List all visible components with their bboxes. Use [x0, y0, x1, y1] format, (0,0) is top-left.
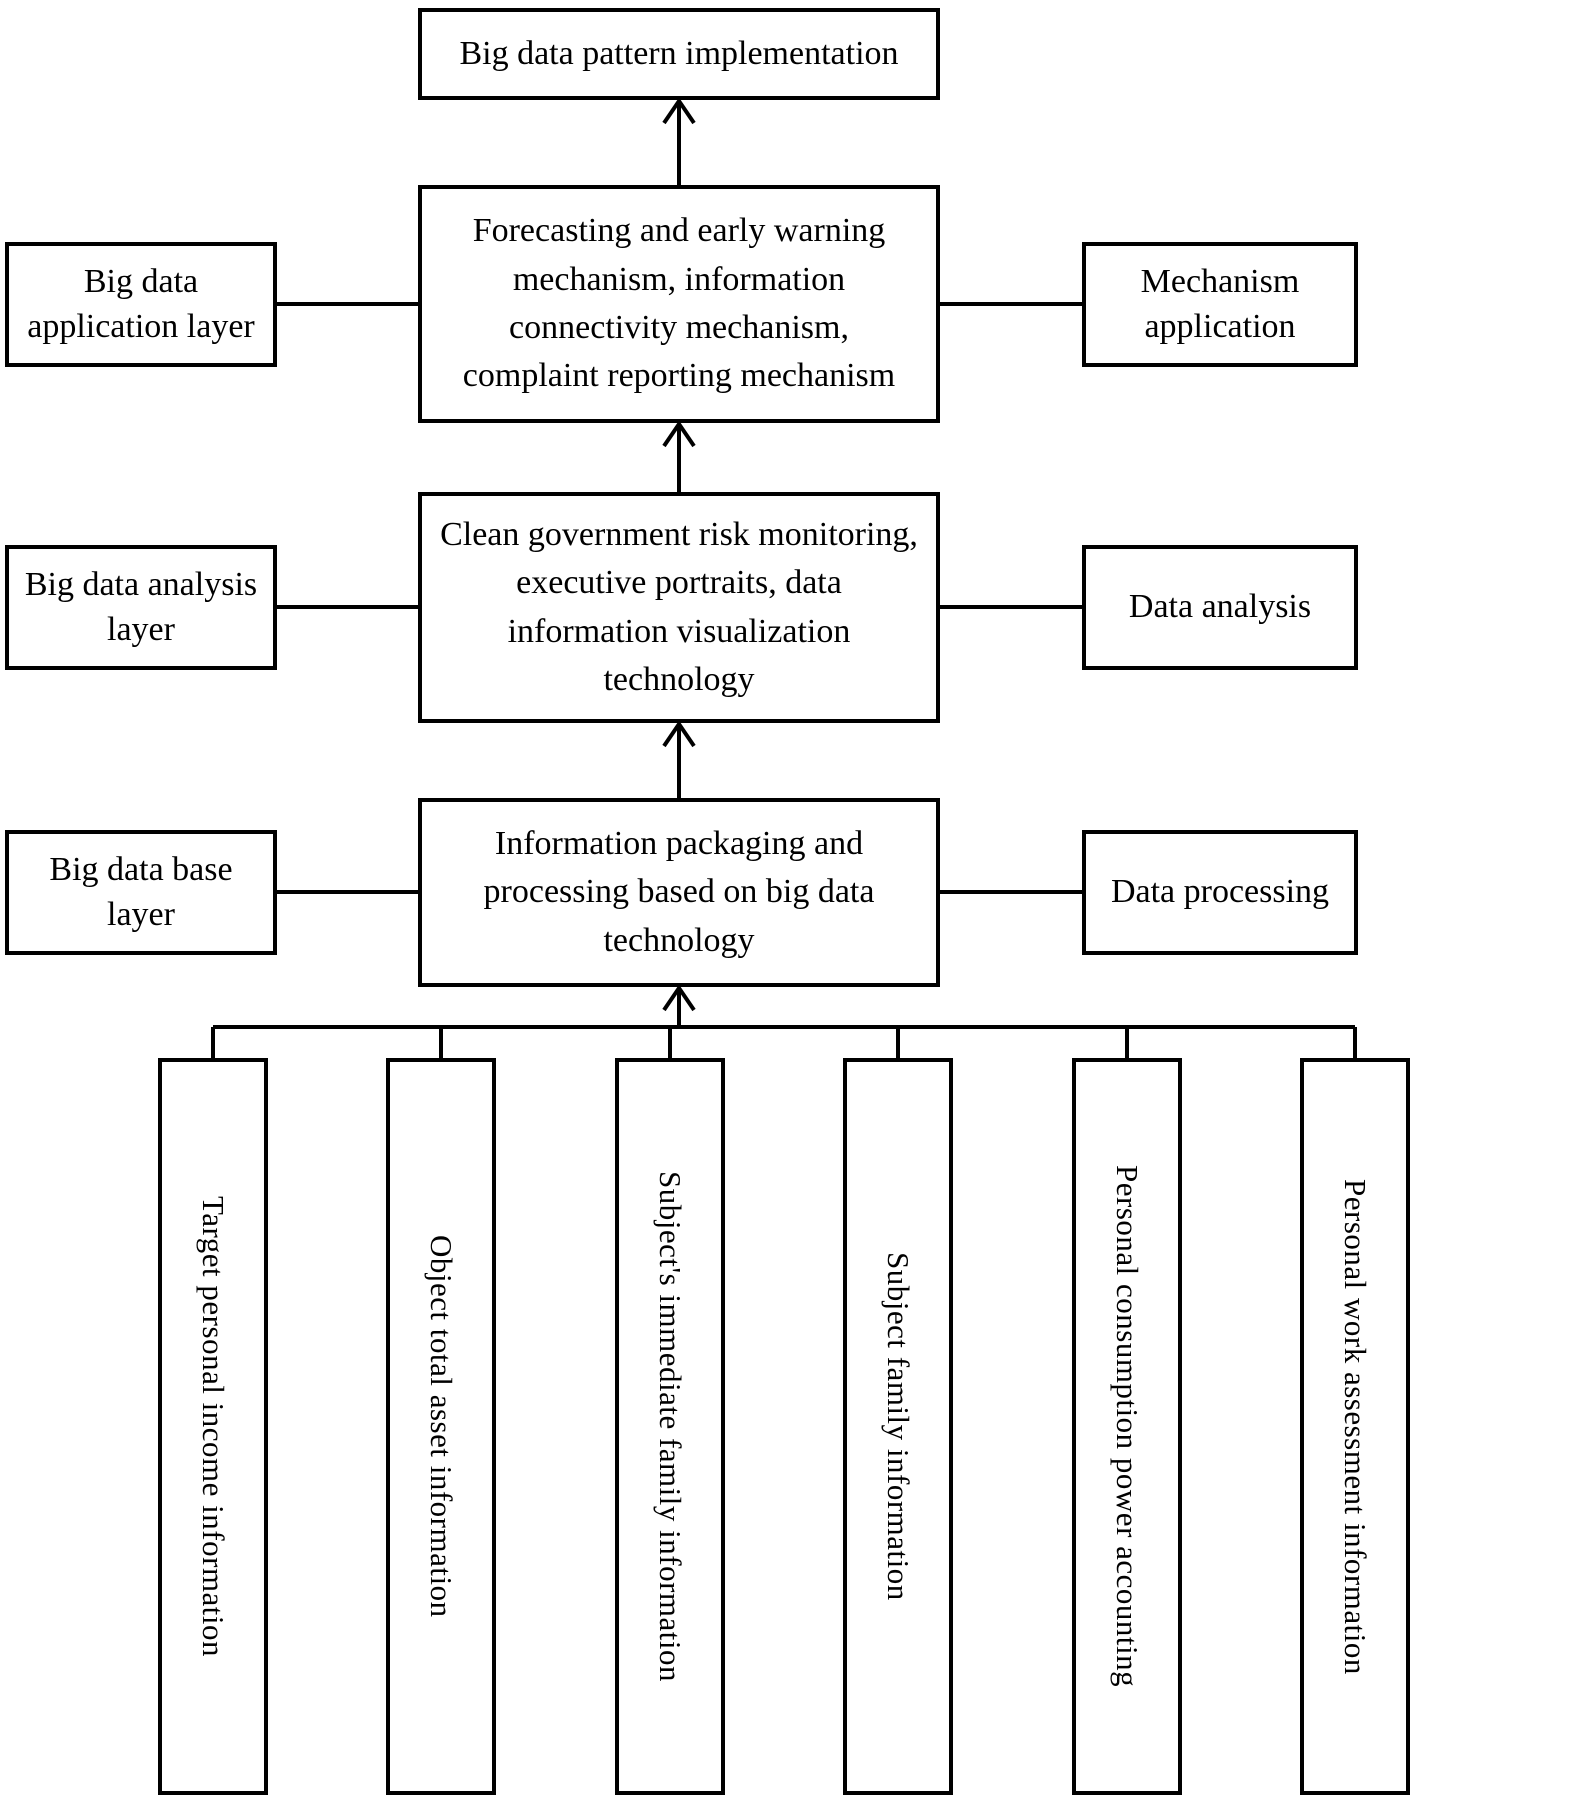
source-box-personal-consumption-power: Personal consumption power accounting — [1072, 1058, 1182, 1795]
big-data-pattern-implementation-box: Big data pattern implementation — [418, 8, 940, 100]
big-data-application-layer-box: Big data application layer — [5, 242, 277, 367]
big-data-application-layer-label: Big data application layer — [27, 262, 255, 345]
source-box-label: Subject family information — [881, 1252, 916, 1601]
source-box-target-personal-income: Target personal income information — [158, 1058, 268, 1795]
source-box-label: Object total asset information — [424, 1235, 459, 1618]
source-box-subjects-immediate-family: Subject's immediate family information — [615, 1058, 725, 1795]
big-data-pattern-implementation-label: Big data pattern implementation — [459, 34, 899, 72]
source-box-label: Target personal income information — [196, 1195, 231, 1658]
big-data-analysis-layer-label: Big data analysis layer — [24, 565, 258, 648]
data-processing-label: Data processing — [1110, 873, 1330, 911]
source-box-label: Subject's immediate family information — [653, 1170, 688, 1682]
source-box-label: Personal work assessment information — [1338, 1178, 1373, 1675]
information-packaging-box: Information packaging and processing bas… — [418, 798, 940, 987]
arrow-head-to-application-layer — [662, 420, 696, 448]
source-box-personal-work-assessment: Personal work assessment information — [1300, 1058, 1410, 1795]
risk-monitoring-technology-box: Clean government risk monitoring, execut… — [418, 492, 940, 723]
mechanism-application-label: Mechanism application — [1140, 262, 1300, 345]
source-box-object-total-asset: Object total asset information — [386, 1058, 496, 1795]
big-data-base-layer-label: Big data base layer — [49, 850, 233, 933]
arrow-head-to-base-layer — [662, 984, 696, 1012]
arrow-head-to-analysis-layer — [662, 720, 696, 748]
big-data-analysis-layer-box: Big data analysis layer — [5, 545, 277, 670]
data-analysis-label: Data analysis — [1128, 588, 1312, 626]
arrow-head-to-title — [662, 97, 696, 125]
mechanisms-label: Forecasting and early warning mechanism,… — [462, 212, 896, 395]
mechanism-application-box: Mechanism application — [1082, 242, 1358, 367]
data-processing-box: Data processing — [1082, 830, 1358, 955]
source-box-label: Personal consumption power accounting — [1110, 1165, 1145, 1688]
mechanisms-box: Forecasting and early warning mechanism,… — [418, 185, 940, 423]
risk-monitoring-technology-label: Clean government risk monitoring, execut… — [440, 515, 918, 698]
information-packaging-label: Information packaging and processing bas… — [483, 825, 875, 959]
data-analysis-box: Data analysis — [1082, 545, 1358, 670]
big-data-base-layer-box: Big data base layer — [5, 830, 277, 955]
source-box-subject-family: Subject family information — [843, 1058, 953, 1795]
